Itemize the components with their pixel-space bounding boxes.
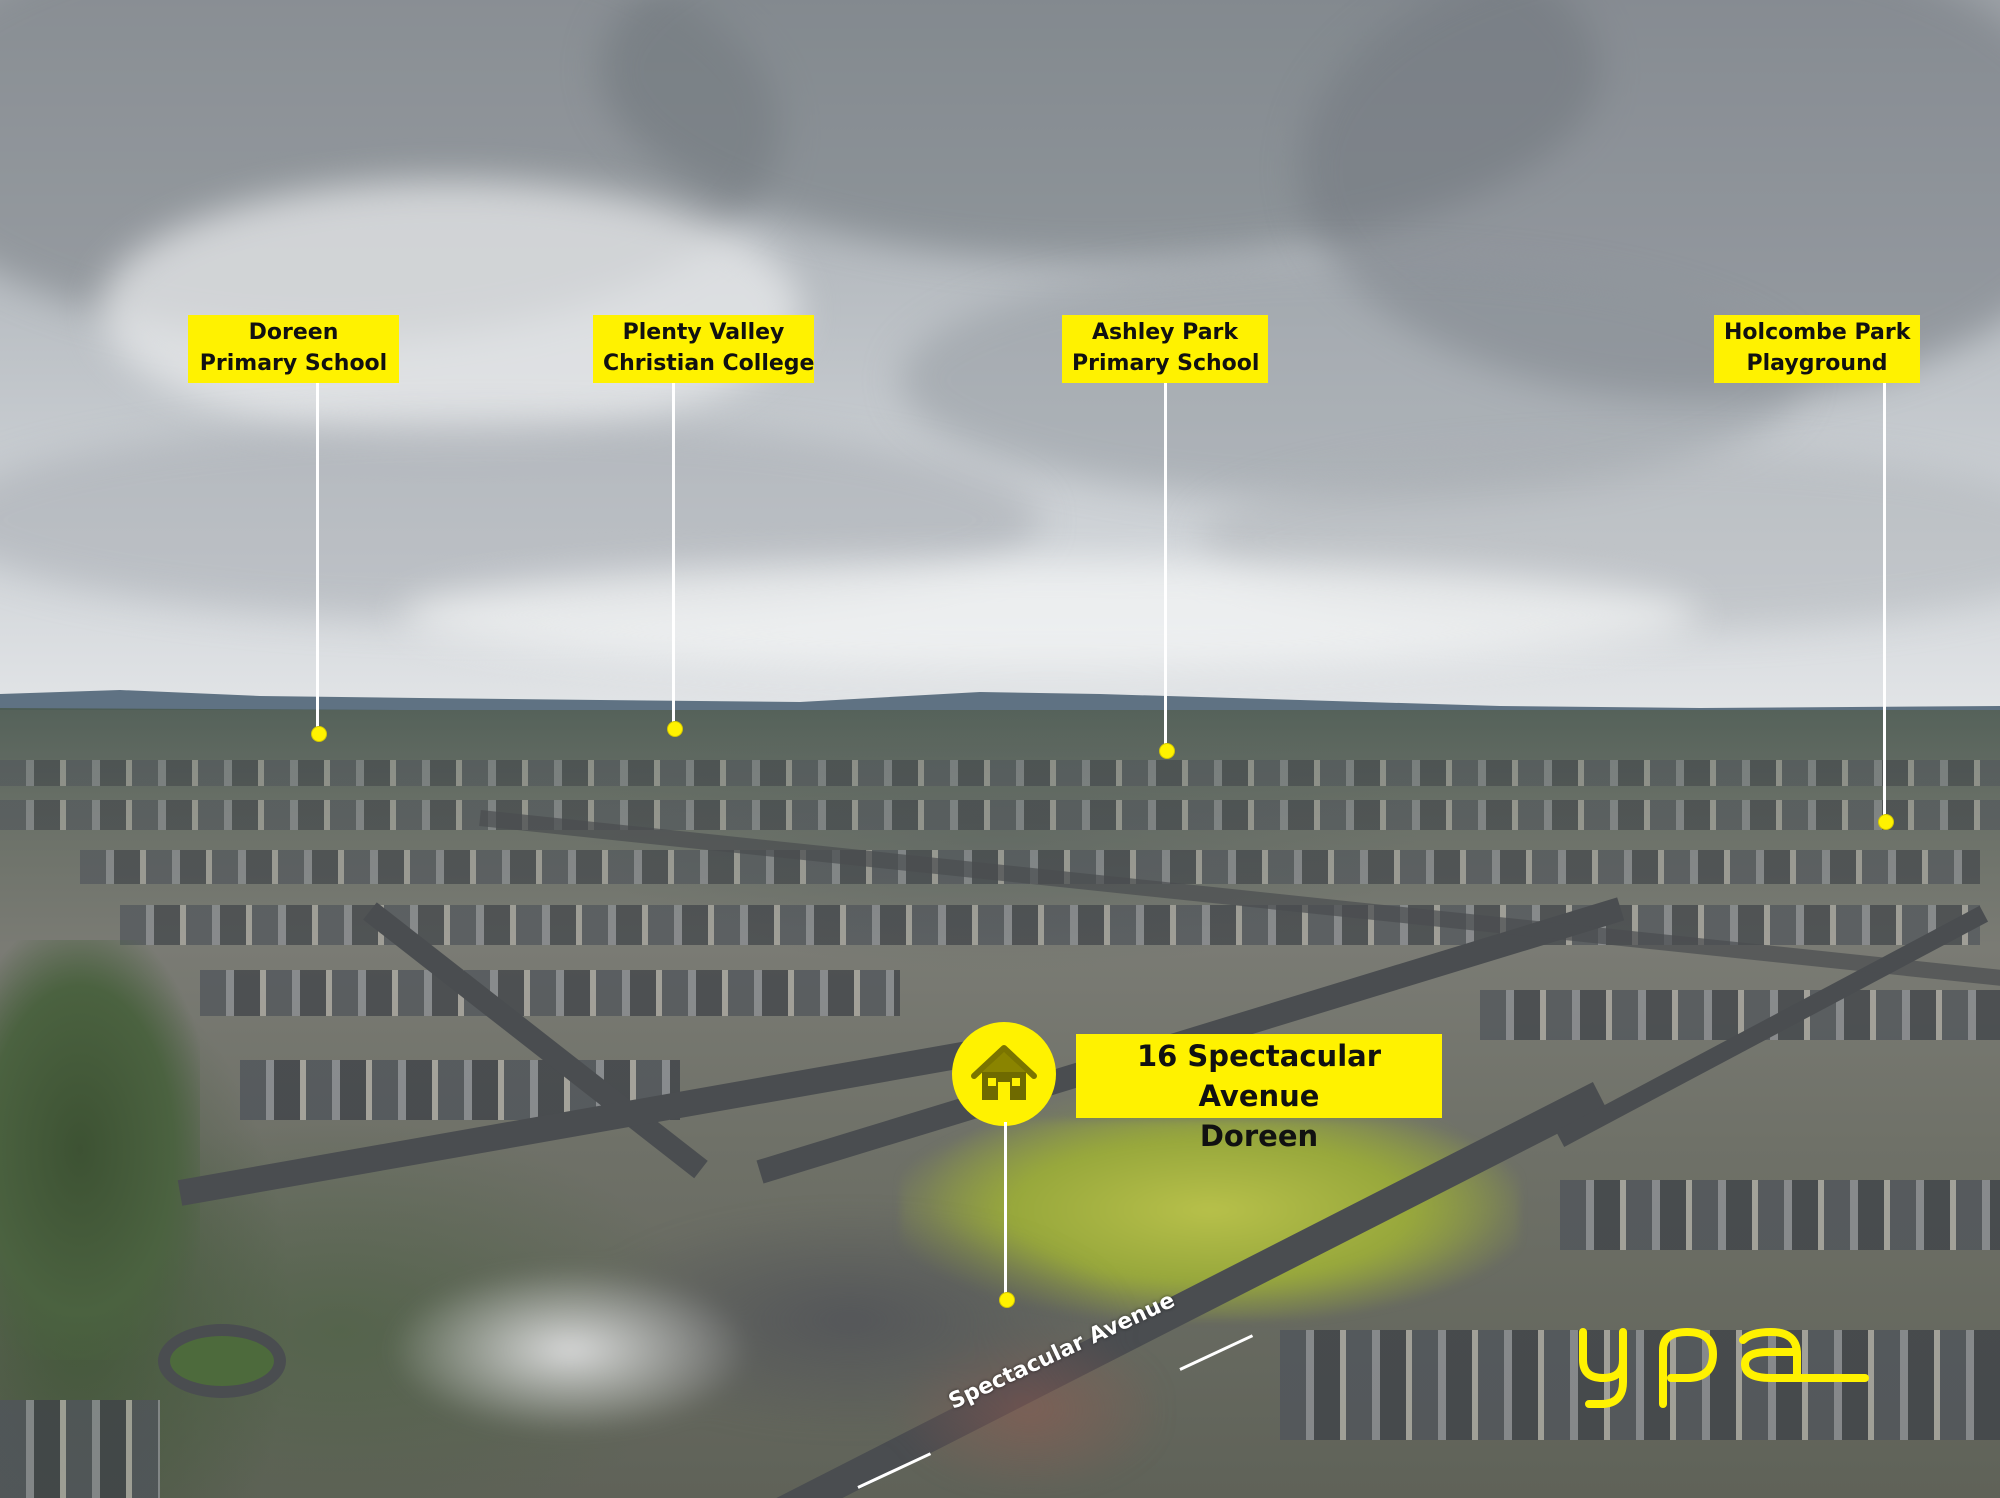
- housing-row: [0, 800, 2000, 830]
- property-suburb-line: Doreen: [1199, 1119, 1319, 1153]
- property-marker-dot: [999, 1292, 1015, 1308]
- housing-row: [1280, 1330, 2000, 1440]
- cloud-mass: [100, 180, 800, 440]
- poi-leader-line: [316, 383, 319, 733]
- poi-label-line: Holcombe Park: [1724, 320, 1911, 345]
- house-icon: [971, 1045, 1037, 1100]
- poi-label-line: Playground: [1746, 351, 1888, 376]
- poi-label-line: Doreen: [248, 320, 339, 345]
- housing-row: [0, 1400, 160, 1498]
- poi-label-line: Primary School: [1072, 351, 1260, 376]
- tree-belt: [0, 940, 200, 1360]
- property-address-line: 16 Spectacular Avenue: [1136, 1039, 1382, 1113]
- poi-label-doreen-primary: Doreen Primary School: [188, 315, 399, 383]
- poi-leader-line: [1164, 383, 1167, 750]
- property-badge: [952, 1022, 1056, 1126]
- poi-marker-dot: [311, 726, 327, 742]
- poi-label-line: Ashley Park: [1091, 320, 1239, 345]
- housing-row: [200, 970, 900, 1016]
- poi-label-ashley-park: Ashley Park Primary School: [1062, 315, 1268, 383]
- poi-label-holcombe-park: Holcombe Park Playground: [1714, 315, 1920, 383]
- blurred-neighbours: [330, 1170, 1160, 1498]
- poi-label-line: Plenty Valley: [622, 320, 785, 345]
- roundabout: [158, 1324, 286, 1398]
- housing-row: [0, 760, 2000, 786]
- poi-marker-dot: [1878, 814, 1894, 830]
- property-leader-line: [1004, 1122, 1007, 1294]
- poi-marker-dot: [667, 721, 683, 737]
- poi-label-line: Christian College: [603, 351, 815, 376]
- cloud-mass: [400, 560, 1700, 670]
- cloud-mass: [900, 260, 1800, 500]
- poi-label-line: Primary School: [199, 351, 388, 376]
- ypa-logo: ypa: [1579, 1327, 1869, 1408]
- poi-label-plenty-valley: Plenty Valley Christian College: [593, 315, 814, 383]
- poi-marker-dot: [1159, 743, 1175, 759]
- property-address-label: 16 Spectacular Avenue Doreen: [1076, 1034, 1442, 1153]
- housing-row: [1560, 1180, 2000, 1250]
- poi-leader-line: [1883, 383, 1886, 821]
- poi-leader-line: [672, 383, 675, 728]
